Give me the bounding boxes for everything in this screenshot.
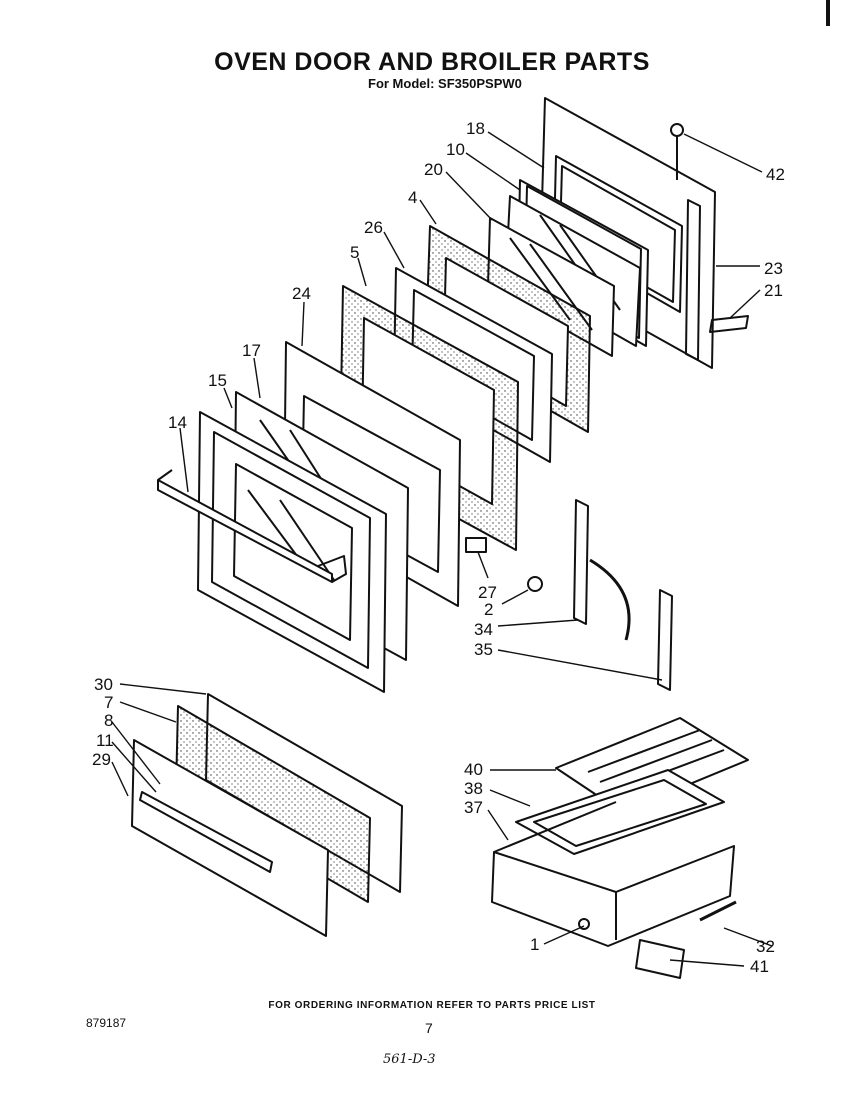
callout-17: 17 <box>242 341 261 360</box>
callout-40: 40 <box>464 760 483 779</box>
part-15-door-handle <box>157 469 347 583</box>
callout-23: 23 <box>764 259 783 278</box>
callout-8: 8 <box>104 711 113 730</box>
callout-18: 18 <box>466 119 485 138</box>
part-21-spring <box>709 315 749 333</box>
callout-20: 20 <box>424 160 443 179</box>
part-41-bracket <box>635 939 685 979</box>
callout-42: 42 <box>766 165 785 184</box>
callout-30: 30 <box>94 675 113 694</box>
diagram-code: 879187 <box>86 1016 127 1030</box>
part-2-screw <box>527 576 543 592</box>
callout-7: 7 <box>104 693 113 712</box>
callout-2: 2 <box>484 600 493 619</box>
page-number: 7 <box>425 1020 433 1036</box>
model-subtitle: For Model: SF350PSPW0 <box>368 76 522 91</box>
corner-mark <box>826 0 830 26</box>
part-29-drawer-front <box>131 739 329 937</box>
ordering-note: FOR ORDERING INFORMATION REFER TO PARTS … <box>268 1000 596 1011</box>
callout-35: 35 <box>474 640 493 659</box>
part-38-broiler-pan <box>515 769 725 855</box>
part-27-bracket <box>465 537 487 553</box>
part-35-hinge-receptacle <box>657 589 673 691</box>
callout-29: 29 <box>92 750 111 769</box>
part-32-spring <box>699 900 737 922</box>
part-5-insulation-panel <box>339 285 519 551</box>
diagram-title: OVEN DOOR AND BROILER PARTS <box>214 48 650 76</box>
callout-26: 26 <box>364 218 383 237</box>
callout-38: 38 <box>464 779 483 798</box>
callout-5: 5 <box>350 243 359 262</box>
callout-37: 37 <box>464 798 483 817</box>
part-42-screw <box>670 123 684 180</box>
callout-4: 4 <box>408 188 417 207</box>
callout-32: 32 <box>756 937 775 956</box>
callout-1: 1 <box>530 935 539 954</box>
callout-34: 34 <box>474 620 493 639</box>
callout-14: 14 <box>168 413 187 432</box>
part-37-broiler-drawer <box>491 801 735 947</box>
callout-41: 41 <box>750 957 769 976</box>
callout-27: 27 <box>478 583 497 602</box>
leader-lines <box>111 131 773 967</box>
callout-11: 11 <box>96 731 114 750</box>
callout-24: 24 <box>292 284 311 303</box>
part-34-hinge <box>573 499 631 641</box>
callout-21: 21 <box>764 281 783 300</box>
callout-15: 15 <box>208 371 227 390</box>
handwritten-note: 561-D-3 <box>383 1052 436 1067</box>
callout-10: 10 <box>446 140 465 159</box>
